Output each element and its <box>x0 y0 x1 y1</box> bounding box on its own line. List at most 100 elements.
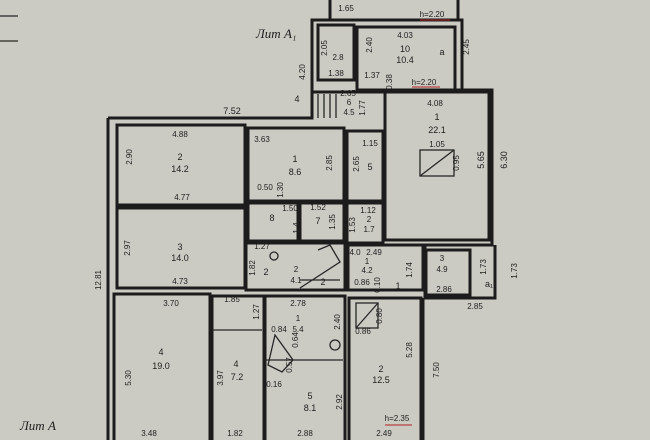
dim-label: 1.85 <box>224 295 240 304</box>
dim-label: 0.84 <box>271 325 287 334</box>
dim-label: 1.74 <box>405 262 414 278</box>
main-title: Лит А <box>19 418 56 433</box>
room-number: 1 <box>296 314 301 323</box>
dim-label: 1.27 <box>254 242 270 251</box>
dim-label: 6.30 <box>499 151 509 169</box>
dim-label: 2.78 <box>290 299 306 308</box>
dim-label: 0.10 <box>373 277 382 293</box>
room-area: 7.2 <box>231 372 244 382</box>
dim-label: 1.82 <box>227 429 243 438</box>
dim-label: 1.53 <box>348 217 357 233</box>
room-number: 2 <box>378 364 383 374</box>
dim-label: 1.12 <box>360 206 376 215</box>
dim-label: 1.50 <box>282 204 298 213</box>
dim-label: 2.49 <box>366 248 382 257</box>
dim-label: 3.97 <box>216 370 225 386</box>
dim-label: 7.50 <box>432 362 441 378</box>
dim-label: 1.15 <box>362 139 378 148</box>
room-number: 2 <box>320 277 325 287</box>
room-area: 2.8 <box>332 53 344 62</box>
room-area: 4.5 <box>343 108 355 117</box>
dim-label: 2.45 <box>462 39 471 55</box>
dim-label: 1.4 <box>292 222 301 234</box>
room-number: 1 <box>434 112 439 122</box>
dim-label: 2.49 <box>376 429 392 438</box>
room-number: 4 <box>294 94 299 104</box>
room-area: 1.7 <box>363 225 375 234</box>
dim-label: 5.28 <box>405 342 414 358</box>
dim-label: 1.30 <box>276 182 285 198</box>
room-area: 22.1 <box>428 125 446 135</box>
dim-label: 2.65 <box>340 89 356 98</box>
room-number: 3 <box>177 242 182 252</box>
room-area: 12.5 <box>372 375 390 385</box>
room-number: 5 <box>307 391 312 401</box>
dim-label: 2.90 <box>125 149 134 165</box>
room-number: 4 <box>233 359 238 369</box>
room-number: 4 <box>158 347 163 357</box>
dim-label: 2.40 <box>333 314 342 330</box>
room-number: 8 <box>269 213 274 223</box>
room-number: 10 <box>400 44 410 54</box>
room-number: 1 <box>292 154 297 164</box>
dim-label: 0.16 <box>266 380 282 389</box>
height-label: h=2.35 <box>385 414 410 423</box>
dim-label: 2.92 <box>335 394 344 410</box>
dim-label: 1.35 <box>328 214 337 230</box>
dim-label: 2.85 <box>325 155 334 171</box>
dim-label: 4.73 <box>172 277 188 286</box>
room-number: 3 <box>440 254 445 263</box>
fixtures <box>212 19 455 426</box>
room-number: 5 <box>367 162 372 172</box>
dim-label: 0.86 <box>355 327 371 336</box>
dim-label: 0.50 <box>257 183 273 192</box>
dim-label: 1.73 <box>510 263 519 279</box>
dim-label: 1.52 <box>310 203 326 212</box>
dim-label: 5.30 <box>124 370 133 386</box>
dim-label: 0.38 <box>385 74 394 90</box>
dim-label: 2.97 <box>123 240 132 256</box>
dim-label: 1.65 <box>338 4 354 13</box>
height-label: h=2.20 <box>420 10 445 19</box>
dim-label: 7.52 <box>223 106 241 116</box>
dim-label: 1.37 <box>364 71 380 80</box>
room-area: 10.4 <box>396 55 414 65</box>
dim-label: 1.38 <box>328 69 344 78</box>
room-number: 2 <box>263 267 268 277</box>
dim-label: 2.88 <box>297 429 313 438</box>
room-area: 19.0 <box>152 361 170 371</box>
room-area: 5.4 <box>292 325 304 334</box>
dim-label: 4.77 <box>174 193 190 202</box>
dim-label: 12.81 <box>94 269 103 290</box>
dim-label: 5.65 <box>476 151 486 169</box>
room-area: 14.0 <box>171 253 189 263</box>
room-number: 2 <box>294 265 299 274</box>
height-label: h=2.20 <box>412 78 437 87</box>
dim-label: 4.0 <box>349 248 361 257</box>
dim-label: 2.05 <box>320 40 329 56</box>
room-number: 7 <box>315 216 320 226</box>
dim-label: 1.82 <box>248 260 257 276</box>
dim-label: 2.65 <box>352 156 361 172</box>
dim-label: 2.85 <box>467 302 483 311</box>
dim-label: 2.40 <box>365 37 374 53</box>
dim-label: 1.73 <box>479 259 488 275</box>
dim-label: 4.03 <box>397 31 413 40</box>
room-letter: a₁ <box>485 279 493 289</box>
dim-label: 0.80 <box>375 308 384 324</box>
dimension-labels: 1.65 h=2.20 4.20 2.05 2.8 1.38 4.03 2.40… <box>94 4 519 438</box>
dim-label: 0.57 <box>285 357 294 373</box>
dim-label: 0.95 <box>452 155 461 171</box>
room-area: 4.1 <box>290 276 302 285</box>
room-area: 14.2 <box>171 164 189 174</box>
room-area: 4.9 <box>436 265 448 274</box>
room-number: 2 <box>177 152 182 162</box>
dim-label: 3.63 <box>254 135 270 144</box>
dim-label: 4.08 <box>427 99 443 108</box>
dim-label: 1.05 <box>429 140 445 149</box>
room-letter: a <box>439 47 444 57</box>
dim-label: 4.88 <box>172 130 188 139</box>
dim-label: 1.27 <box>252 304 261 320</box>
annex-title: Лит А₁ <box>255 26 296 41</box>
